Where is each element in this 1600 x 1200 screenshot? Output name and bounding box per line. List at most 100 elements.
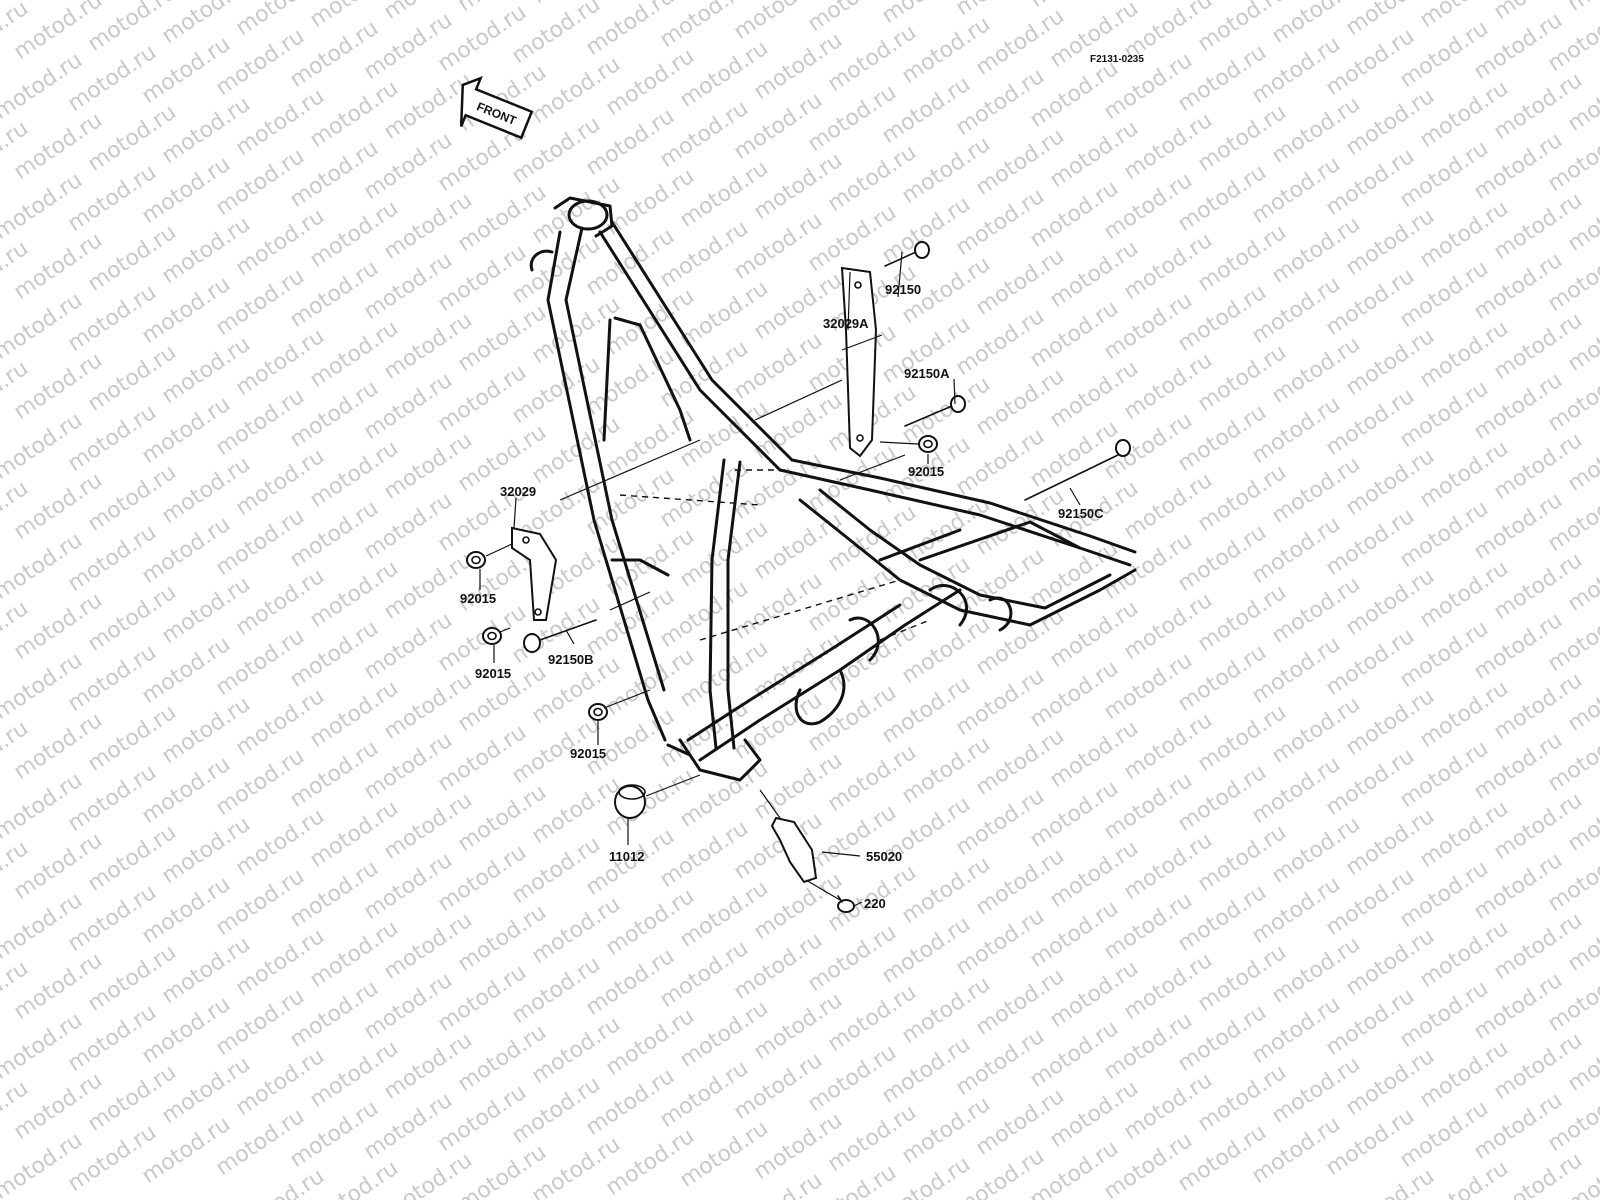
watermark-text: motod.ru (1173, 280, 1271, 357)
watermark-text: motod.ru (507, 232, 605, 309)
watermark-text: motod.ru (1025, 1016, 1123, 1093)
watermark-text: motod.ru (971, 964, 1069, 1041)
watermark-text: motod.ru (951, 304, 1049, 381)
watermark-text: motod.ru (1247, 872, 1345, 949)
watermark-text: motod.ru (1247, 992, 1345, 1069)
watermark-text: motod.ru (1119, 1068, 1217, 1145)
watermark-text: motod.ru (1193, 460, 1291, 537)
watermark-text: motod.ru (83, 580, 181, 657)
watermark-text: motod.ru (9, 708, 107, 785)
watermark-text: motod.ru (63, 280, 161, 357)
watermark-text: motod.ru (1469, 728, 1567, 805)
watermark-text: motod.ru (83, 700, 181, 777)
watermark-text: motod.ru (231, 684, 329, 761)
watermark-text: motod.ru (897, 852, 995, 929)
watermark-text: motod.ru (1469, 1088, 1567, 1165)
watermark-text: motod.ru (359, 128, 457, 205)
watermark-text: motod.ru (231, 924, 329, 1001)
watermark-text: motod.ru (1415, 796, 1513, 873)
watermark-text: motod.ru (1341, 444, 1439, 521)
watermark-text: motod.ru (749, 748, 847, 825)
watermark-text: motod.ru (1415, 316, 1513, 393)
watermark-text: motod.ru (897, 12, 995, 89)
watermark-text: motod.ru (63, 160, 161, 237)
watermark-text: motod.ru (63, 640, 161, 717)
watermark-text: motod.ru (137, 512, 235, 589)
watermark-text: motod.ru (137, 752, 235, 829)
watermark-text: motod.ru (675, 36, 773, 113)
watermark-text: motod.ru (211, 504, 309, 581)
nut-92015-right-icon (918, 435, 938, 453)
watermark-text: motod.ru (1395, 616, 1493, 693)
watermark-text: motod.ru (1321, 504, 1419, 581)
watermark-text: motod.ru (1341, 204, 1439, 281)
watermark-text: motod.ru (1415, 1036, 1513, 1113)
watermark-text: motod.ru (729, 88, 827, 165)
watermark-text: motod.ru (305, 436, 403, 513)
watermark-text: motod.ru (729, 568, 827, 645)
watermark-text: motod.ru (1489, 428, 1587, 505)
watermark-text: motod.ru (1469, 8, 1567, 85)
watermark-text: motod.ru (379, 188, 477, 265)
watermark-text: motod.ru (211, 1104, 309, 1181)
watermark-text: motod.ru (1321, 144, 1419, 221)
watermark-text: motod.ru (1267, 572, 1365, 649)
watermark-text: motod.ru (231, 804, 329, 881)
watermark-text: motod.ru (655, 816, 753, 893)
watermark-text: motod.ru (527, 1012, 625, 1089)
watermark-text: motod.ru (9, 468, 107, 545)
watermark-text: motod.ru (1489, 788, 1587, 865)
watermark-text: motod.ru (1395, 976, 1493, 1053)
watermark-text: motod.ru (1247, 632, 1345, 709)
watermark-text: motod.ru (729, 448, 827, 525)
watermark-text: motod.ru (1099, 288, 1197, 365)
watermark-text: motod.ru (1247, 32, 1345, 109)
bolt-92150C-icon (1024, 439, 1131, 501)
watermark-text: motod.ru (951, 184, 1049, 261)
watermark-text: motod.ru (1173, 40, 1271, 117)
watermark-text: motod.ru (675, 876, 773, 953)
watermark-text: motod.ru (1099, 408, 1197, 485)
watermark-text: motod.ru (1025, 296, 1123, 373)
watermark-text: motod.ru (1395, 856, 1493, 933)
watermark-text: motod.ru (1267, 332, 1365, 409)
watermark-text: motod.ru (285, 256, 383, 333)
watermark-text: motod.ru (1173, 1000, 1271, 1077)
watermark-text: motod.ru (877, 912, 975, 989)
watermark-text: motod.ru (1469, 968, 1567, 1045)
watermark-text: motod.ru (1415, 556, 1513, 633)
label-32029: 32029 (500, 484, 536, 499)
watermark-text: motod.ru (877, 1032, 975, 1109)
watermark-text: motod.ru (379, 548, 477, 625)
watermark-text: motod.ru (433, 840, 531, 917)
nut-92015-c-icon (588, 703, 608, 721)
watermark-text: motod.ru (581, 944, 679, 1021)
watermark-text: motod.ru (581, 104, 679, 181)
watermark-text: motod.ru (137, 152, 235, 229)
watermark-text: motod.ru (1025, 56, 1123, 133)
watermark-text: motod.ru (1173, 520, 1271, 597)
watermark-text: motod.ru (951, 424, 1049, 501)
watermark-text: motod.ru (1193, 820, 1291, 897)
watermark-text: motod.ru (507, 1072, 605, 1149)
watermark-text: motod.ru (581, 584, 679, 661)
cover-55020-icon (770, 816, 818, 884)
watermark-text: motod.ru (1469, 128, 1567, 205)
watermark-text: motod.ru (211, 24, 309, 101)
watermark-text: motod.ru (63, 40, 161, 117)
watermark-text: motod.ru (433, 360, 531, 437)
watermark-text: motod.ru (231, 1044, 329, 1121)
watermark-text: motod.ru (897, 372, 995, 449)
watermark-text: motod.ru (157, 812, 255, 889)
watermark-text: motod.ru (83, 940, 181, 1017)
watermark-text: motod.ru (211, 624, 309, 701)
watermark-text: motod.ru (1045, 716, 1143, 793)
watermark-text: motod.ru (9, 828, 107, 905)
watermark-text: motod.ru (211, 384, 309, 461)
watermark-text: motod.ru (655, 576, 753, 653)
watermark-text: motod.ru (453, 300, 551, 377)
label-32029A: 32029A (823, 316, 869, 331)
watermark-text: motod.ru (305, 196, 403, 273)
watermark-text: motod.ru (83, 100, 181, 177)
watermark-text: motod.ru (823, 140, 921, 217)
